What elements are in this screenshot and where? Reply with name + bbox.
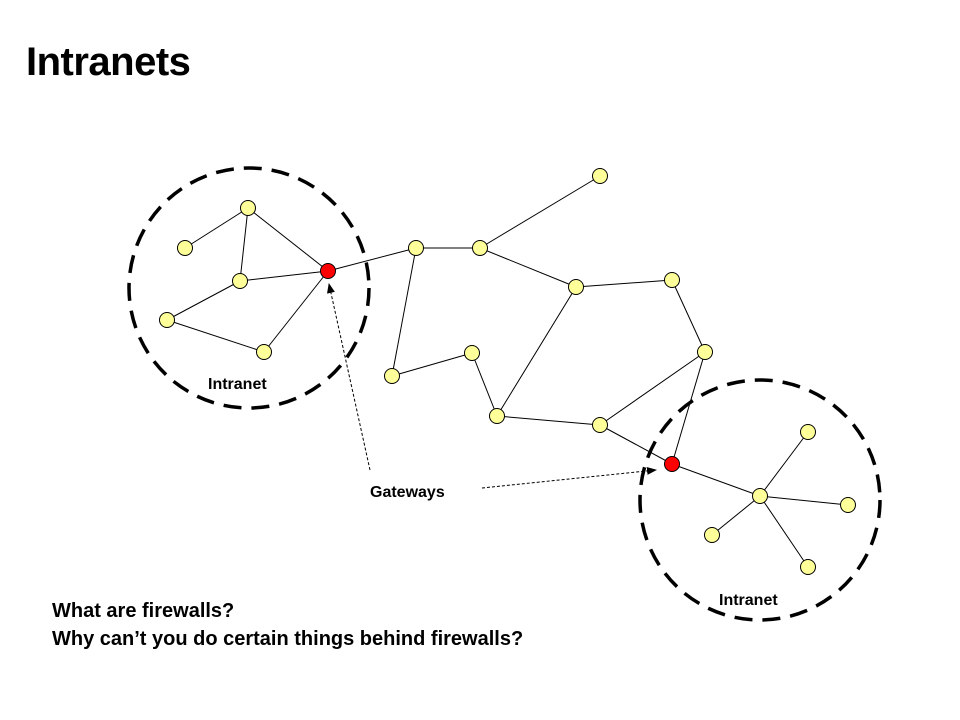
gateway-node-right <box>664 456 680 472</box>
node <box>240 200 256 216</box>
nodes <box>159 168 856 575</box>
node <box>592 168 608 184</box>
edge <box>671 351 706 465</box>
node <box>568 279 584 295</box>
node <box>408 240 424 256</box>
edge <box>759 495 809 568</box>
edge <box>671 279 706 353</box>
node <box>489 408 505 424</box>
node <box>464 345 480 361</box>
edge <box>471 352 498 417</box>
edge <box>479 175 601 249</box>
intranet-boundary-left <box>127 166 371 410</box>
node <box>752 488 768 504</box>
edge <box>263 270 329 353</box>
edge <box>599 424 673 465</box>
edge <box>711 495 761 536</box>
edge <box>599 351 706 426</box>
edge <box>759 495 849 506</box>
edge <box>575 279 673 288</box>
intranet-label-left: Intranet <box>208 376 267 393</box>
question-behind-firewalls: Why can’t you do certain things behind f… <box>52 628 524 650</box>
node <box>704 527 720 543</box>
node <box>800 559 816 575</box>
node <box>664 272 680 288</box>
node <box>159 312 175 328</box>
node <box>256 344 272 360</box>
edge <box>671 463 761 497</box>
node <box>177 240 193 256</box>
edge <box>391 352 473 377</box>
edge <box>496 286 577 417</box>
edge <box>327 247 417 272</box>
edge <box>184 207 249 249</box>
gateways-label: Gateways <box>370 484 445 501</box>
node <box>800 424 816 440</box>
edge <box>239 207 249 282</box>
intranet-label-right: Intranet <box>719 592 778 609</box>
slide-title: Intranets <box>26 40 191 84</box>
node <box>472 240 488 256</box>
edge <box>496 415 601 426</box>
discussion-questions: What are firewalls? Why can’t you do cer… <box>52 597 523 653</box>
edge <box>166 319 265 353</box>
gateway-node-left <box>320 263 336 279</box>
gateway-arrow-right <box>481 466 657 489</box>
edge <box>391 247 417 377</box>
edge <box>479 247 577 288</box>
question-firewalls: What are firewalls? <box>52 600 235 622</box>
node <box>592 417 608 433</box>
intranet-boundary-right <box>638 378 882 622</box>
node <box>384 368 400 384</box>
gateway-arrow-left <box>327 283 371 471</box>
node <box>232 273 248 289</box>
edge <box>759 431 809 497</box>
edges <box>166 175 849 568</box>
node <box>697 344 713 360</box>
edge <box>247 207 329 272</box>
edge <box>239 270 329 282</box>
node <box>840 497 856 513</box>
edge <box>166 280 241 321</box>
